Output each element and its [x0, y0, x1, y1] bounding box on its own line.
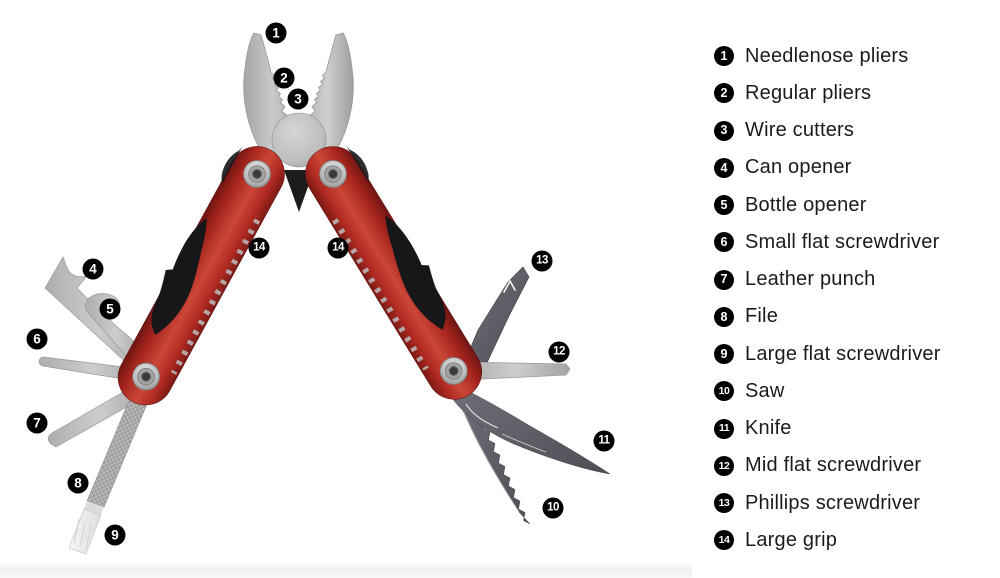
legend-item-11: 11 Knife — [714, 417, 941, 441]
pliers-pivot-disc — [271, 112, 327, 168]
legend-badge-8: 8 — [714, 306, 734, 327]
legend-badge-2: 2 — [714, 83, 734, 104]
legend-label: Bottle opener — [745, 193, 867, 216]
legend: 1 Needlenose pliers 2 Regular pliers 3 Wire c… — [714, 44, 941, 552]
knife-grind-highlight — [465, 403, 499, 429]
file-texture — [87, 379, 155, 507]
right-handle — [295, 133, 497, 410]
legend-item-14: 14 Large grip — [714, 528, 941, 552]
legend-badge-7: 7 — [714, 269, 734, 290]
knife-blade — [451, 383, 611, 475]
legend-badge-11: 11 — [714, 418, 734, 439]
legend-label: File — [745, 305, 779, 328]
legend-label: Small flat screwdriver — [745, 230, 940, 253]
legend-label: Leather punch — [745, 268, 876, 290]
legend-label: Needlenose pliers — [745, 44, 909, 67]
floor-shadow — [0, 561, 692, 578]
legend-badge-3: 3 — [714, 120, 734, 141]
legend-badge-6: 6 — [714, 232, 734, 253]
legend-item-12: 12 Mid flat screwdriver — [714, 454, 941, 478]
legend-badge-5: 5 — [714, 195, 734, 215]
knife-reflection — [501, 433, 547, 453]
legend-badge-4: 4 — [714, 157, 734, 178]
tip-striations — [73, 518, 92, 551]
legend-label: Saw — [745, 379, 785, 402]
legend-label: Knife — [745, 417, 792, 439]
pliers-head — [243, 32, 354, 212]
legend-label: Large grip — [745, 528, 838, 551]
legend-item-13: 13 Phillips screwdriver — [714, 491, 941, 515]
legend-label: Large flat screwdriver — [745, 342, 941, 365]
legend-badge-9: 9 — [714, 344, 734, 364]
legend-label: Regular pliers — [745, 81, 872, 104]
left-tool-fan — [38, 256, 164, 555]
legend-item-5: 5 Bottle opener — [714, 193, 941, 217]
legend-label: Wire cutters — [745, 119, 855, 141]
legend-item-7: 7 Leather punch — [714, 268, 941, 292]
legend-item-9: 9 Large flat screwdriver — [714, 342, 941, 366]
legend-badge-1: 1 — [714, 46, 734, 66]
phillips-tip-mark — [503, 279, 516, 293]
legend-item-4: 4 Can opener — [714, 156, 941, 180]
right-tool-fan — [437, 266, 611, 525]
legend-badge-14: 14 — [714, 530, 734, 551]
legend-item-1: 1 Needlenose pliers — [714, 44, 941, 68]
legend-item-6: 6 Small flat screwdriver — [714, 230, 941, 254]
legend-item-3: 3 Wire cutters — [714, 119, 941, 143]
legend-item-10: 10 Saw — [714, 379, 941, 403]
large-flat-screwdriver-tip — [68, 508, 102, 555]
file-chamfer — [83, 501, 104, 517]
legend-item-8: 8 File — [714, 305, 941, 329]
multitool-illustration — [0, 32, 692, 578]
legend-label: Phillips screwdriver — [745, 491, 921, 514]
legend-item-2: 2 Regular pliers — [714, 81, 941, 105]
legend-badge-12: 12 — [714, 455, 734, 476]
legend-badge-10: 10 — [714, 381, 734, 402]
legend-label: Can opener — [745, 156, 852, 179]
legend-badge-13: 13 — [714, 493, 734, 513]
legend-label: Mid flat screwdriver — [745, 454, 922, 477]
left-handle — [103, 134, 295, 415]
